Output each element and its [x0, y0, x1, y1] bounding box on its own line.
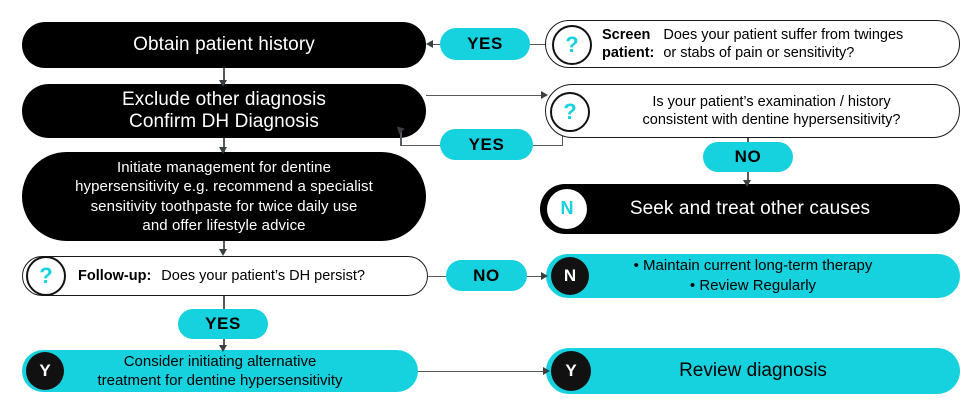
- connector-screen-to-yes: [530, 43, 550, 46]
- node-exclude-line2: Confirm DH Diagnosis: [129, 111, 319, 132]
- arrow-into-consider-alternative: [218, 345, 227, 352]
- arrow-into-maintain-review: [541, 271, 548, 280]
- arrow-into-seek-causes: [742, 180, 751, 187]
- badge-yes-review-diagnosis: Y: [551, 351, 591, 391]
- connector-yes2-to-exclude: [400, 144, 442, 147]
- arrow-into-review-diagnosis: [543, 366, 550, 375]
- connector-no-to-maintain: [527, 275, 545, 278]
- question-examination-history[interactable]: ? Is your patient’s examination / histor…: [545, 84, 960, 138]
- connector-question-to-yes2: [533, 144, 563, 147]
- connector-initiate-to-followup: [223, 241, 225, 253]
- connector-followup-to-yes: [223, 296, 225, 310]
- chip-yes-followup-label: YES: [205, 314, 241, 333]
- question-screen-patient-label: Screen patient:: [602, 26, 655, 61]
- arrow-into-exclude: [218, 80, 227, 87]
- question-screen-patient[interactable]: ? Screen patient: Does your patient suff…: [545, 20, 960, 68]
- node-initiate-management[interactable]: Initiate management for dentine hypersen…: [22, 152, 426, 241]
- badge-no-seek-causes: N: [547, 189, 587, 229]
- node-initiate-line2: hypersensitivity e.g. recommend a specia…: [75, 178, 373, 196]
- node-obtain-patient-history[interactable]: Obtain patient history: [22, 22, 426, 68]
- connector-exclude-to-initiate: [223, 138, 225, 152]
- connector-no-to-seek: [747, 172, 749, 184]
- arrow-into-followup: [218, 249, 227, 256]
- arrow-into-examination-question: [541, 90, 548, 99]
- badge-yes-consider-alternative: Y: [26, 352, 64, 390]
- badge-no-maintain-review: N: [551, 257, 589, 295]
- arrow-into-obtain-history: [426, 39, 433, 48]
- chip-no-followup[interactable]: NO: [446, 260, 527, 291]
- badge-yes-review-diagnosis-label: Y: [565, 360, 577, 380]
- node-initiate-line4: and offer lifestyle advice: [142, 216, 306, 234]
- question-examination-line1: Is your patient’s examination / history: [652, 93, 891, 110]
- connector-question-to-no: [747, 138, 749, 144]
- question-mark-icon: ?: [552, 25, 592, 65]
- node-exclude-confirm-diagnosis[interactable]: Exclude other diagnosis Confirm DH Diagn…: [22, 84, 426, 138]
- node-initiate-line3: sensitivity toothpaste for twice daily u…: [90, 197, 358, 215]
- question-mark-glyph: ?: [565, 32, 579, 57]
- question-screen-patient-line2: or stabs of pain or sensitivity?: [663, 45, 855, 61]
- node-initiate-line1: Initiate management for dentine: [116, 159, 332, 177]
- arrow-into-initiate: [218, 147, 227, 154]
- node-maintain-review[interactable]: N • Maintain current long-term therapy •…: [546, 254, 960, 298]
- node-consider-alternative-treatment[interactable]: Y Consider initiating alternative treatm…: [22, 350, 418, 392]
- connector-exclude-to-question: [426, 94, 546, 97]
- chip-yes-examination[interactable]: YES: [440, 129, 533, 160]
- badge-no-maintain-review-label: N: [563, 265, 577, 285]
- question-mark-glyph: ?: [39, 263, 53, 288]
- connector-question-to-yes2-vert: [561, 132, 564, 145]
- chip-no-examination-label: NO: [734, 147, 762, 166]
- badge-no-seek-causes-label: N: [560, 198, 574, 219]
- question-follow-up[interactable]: ? Follow-up: Does your patient’s DH pers…: [22, 256, 428, 296]
- node-seek-treat-label: Seek and treat other causes: [629, 197, 871, 219]
- chip-yes-screen[interactable]: YES: [440, 28, 530, 60]
- question-mark-icon: ?: [26, 256, 66, 296]
- question-examination-line2: consistent with dentine hypersensitivity…: [642, 112, 901, 128]
- chip-no-examination[interactable]: NO: [703, 142, 793, 172]
- question-screen-patient-line1: Does your patient suffer from twinges: [663, 26, 904, 43]
- node-review-diagnosis[interactable]: Y Review diagnosis: [546, 348, 960, 394]
- node-obtain-patient-history-label: Obtain patient history: [133, 33, 315, 55]
- connector-obtain-to-exclude: [223, 68, 225, 84]
- connector-consider-to-review: [418, 370, 546, 373]
- question-follow-up-text: Does your patient’s DH persist?: [161, 267, 365, 284]
- connector-yes-to-consider: [223, 338, 225, 349]
- connector-yes2-elbow: [400, 129, 402, 145]
- node-review-diagnosis-label: Review diagnosis: [679, 359, 827, 381]
- question-mark-glyph: ?: [563, 99, 577, 124]
- node-seek-treat-other-causes[interactable]: N Seek and treat other causes: [540, 184, 960, 234]
- chip-yes-examination-label: YES: [468, 134, 505, 154]
- node-maintain-bullet1: • Maintain current long-term therapy: [633, 257, 873, 275]
- node-consider-line2: treatment for dentine hypersensitivity: [97, 372, 343, 389]
- node-maintain-bullet2: • Review Regularly: [689, 277, 817, 294]
- node-consider-line1: Consider initiating alternative: [123, 352, 317, 370]
- question-mark-icon: ?: [550, 92, 590, 132]
- question-follow-up-label: Follow-up:: [78, 267, 152, 284]
- connector-followup-to-no: [428, 275, 446, 278]
- node-exclude-line1: Exclude other diagnosis: [121, 88, 327, 110]
- chip-yes-followup[interactable]: YES: [178, 309, 268, 339]
- connector-yes-to-obtain: [430, 43, 444, 46]
- chip-no-followup-label: NO: [473, 265, 500, 285]
- chip-yes-screen-label: YES: [467, 34, 503, 53]
- badge-yes-consider-alternative-label: Y: [39, 360, 51, 380]
